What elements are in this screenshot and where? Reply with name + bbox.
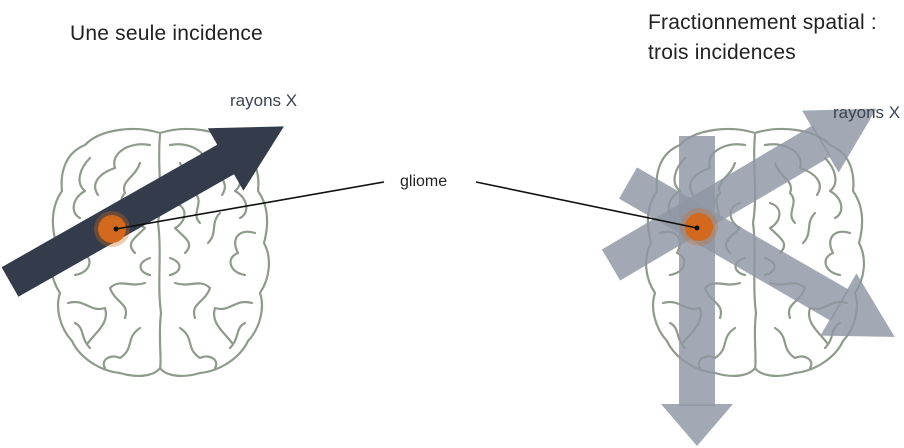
xray-beam-down-right [619, 167, 895, 337]
title-right-line1: Fractionnement spatial : [648, 11, 877, 34]
pointer-line-left [115, 181, 385, 230]
xray-beam-down [661, 136, 733, 446]
title-single-incidence: Une seule incidence [70, 22, 263, 45]
pointer-dot-right [694, 225, 700, 231]
xray-beams-multi [601, 108, 895, 446]
xray-beam-up-right [601, 108, 877, 281]
title-right-line2: trois incidences [648, 41, 796, 64]
pointer-line-right [475, 181, 698, 229]
label-tumor: gliome [400, 173, 448, 190]
title-spatial-fractionation: Fractionnement spatial : trois incidence… [648, 8, 877, 68]
label-rays-left: rayons X [230, 91, 298, 110]
label-rays-right: rayons X [833, 103, 901, 122]
pointer-dot-left [113, 226, 119, 232]
tumor-left [94, 211, 130, 247]
